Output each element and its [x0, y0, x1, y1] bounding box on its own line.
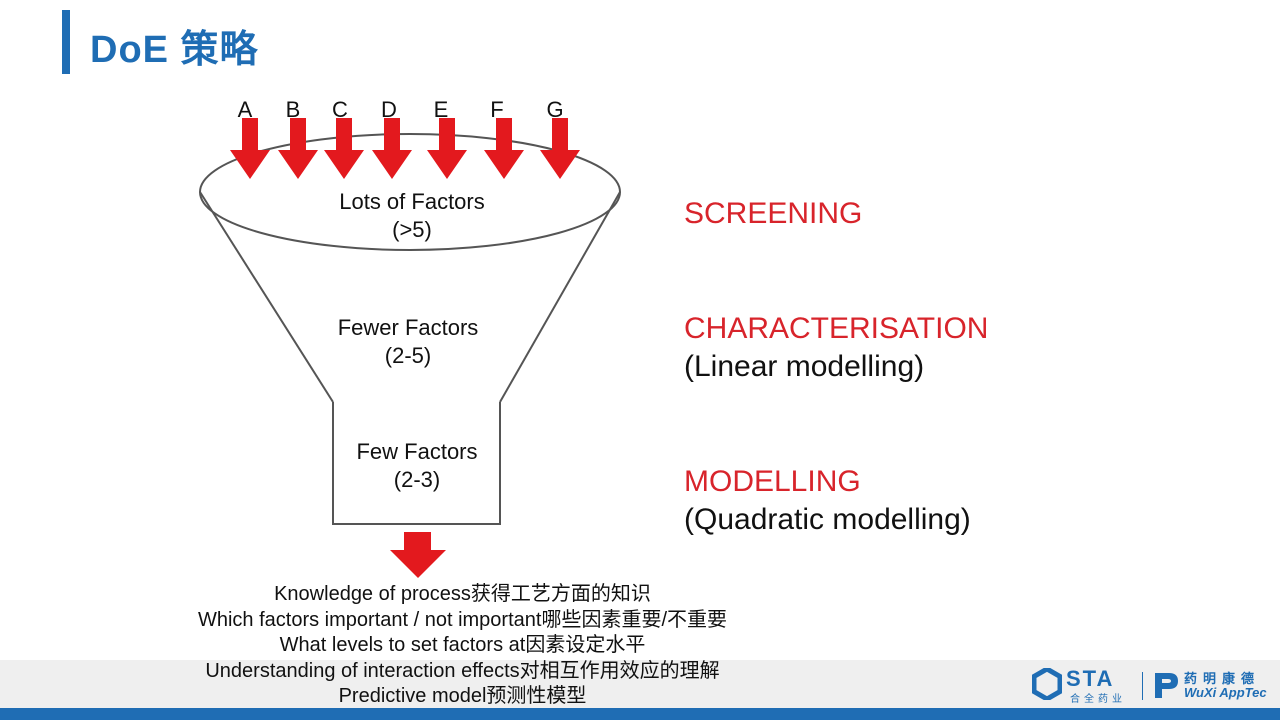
stage-name: Fewer Factors	[337, 315, 479, 340]
funnel-left-wall	[199, 191, 334, 403]
factor-label-c: C	[332, 97, 348, 122]
factor-label-d: D	[381, 97, 397, 122]
factor-label-b: B	[286, 97, 301, 122]
logo-divider	[1142, 672, 1143, 700]
factor-arrow-f	[484, 118, 524, 179]
title-accent-bar	[62, 10, 70, 74]
factor-label-f: F	[490, 97, 503, 122]
page-title: DoE 策略	[90, 29, 259, 71]
funnel-spout	[332, 402, 501, 525]
factor-arrow-c	[324, 118, 364, 179]
funnel-right-wall	[499, 191, 621, 403]
factor-label-a: A	[238, 97, 253, 122]
footer-stripe	[0, 708, 1280, 720]
outcome-item: Knowledge of process获得工艺方面的知识	[274, 583, 651, 605]
outcomes-list: Knowledge of process获得工艺方面的知识 Which fact…	[150, 582, 775, 710]
funnel-body	[199, 133, 621, 525]
phase-characterisation: CHARACTERISATION (Linear modelling)	[684, 310, 988, 386]
footer-band	[0, 660, 1280, 708]
output-arrow	[390, 532, 446, 578]
phase-title: CHARACTERISATION	[684, 312, 989, 345]
factor-arrows	[230, 118, 580, 179]
factor-arrow-a	[230, 118, 270, 179]
factor-label-e: E	[434, 97, 449, 122]
outcome-item: Predictive model预测性模型	[338, 685, 587, 707]
phase-modelling: MODELLING (Quadratic modelling)	[684, 463, 971, 539]
stage-range: (>5)	[392, 217, 432, 242]
stage-characterisation: Fewer Factors (2-5)	[296, 314, 520, 370]
sta-wordmark: STA	[1066, 666, 1115, 691]
phase-title: SCREENING	[684, 197, 863, 230]
stage-screening: Lots of Factors (>5)	[300, 188, 524, 244]
sta-logo: STA 合全药业	[1032, 666, 1132, 705]
stage-range: (2-5)	[384, 343, 432, 368]
wuxi-chinese-name: 药明康德	[1184, 671, 1261, 686]
phase-title: MODELLING	[684, 465, 861, 498]
stage-range: (2-3)	[393, 467, 441, 492]
outcome-item: Understanding of interaction effects对相互作…	[205, 659, 720, 682]
factor-arrow-e	[427, 118, 467, 179]
factor-arrow-b	[278, 118, 318, 179]
stage-modelling: Few Factors (2-3)	[305, 438, 529, 494]
wuxi-logo: 药明康德 WuXi AppTec	[1150, 666, 1270, 704]
phase-subtitle: (Linear modelling)	[684, 350, 925, 383]
sta-subtitle: 合全药业	[1070, 694, 1126, 705]
factor-arrow-d	[372, 118, 412, 179]
wuxi-p-icon	[1155, 673, 1178, 698]
stage-name: Few Factors	[356, 439, 478, 464]
outcome-item: What levels to set factors at因素设定水平	[279, 634, 646, 656]
stage-name: Lots of Factors	[339, 189, 485, 214]
phase-subtitle: (Quadratic modelling)	[684, 503, 971, 536]
factor-arrow-g	[540, 118, 580, 179]
sta-hexagon-icon	[1032, 668, 1062, 700]
phase-screening: SCREENING	[684, 195, 862, 233]
factor-label-g: G	[546, 97, 563, 122]
wuxi-english-name: WuXi AppTec	[1184, 685, 1267, 700]
outcome-item: Which factors important / not important哪…	[197, 608, 728, 631]
factor-labels: A B C D E F G	[238, 97, 564, 122]
